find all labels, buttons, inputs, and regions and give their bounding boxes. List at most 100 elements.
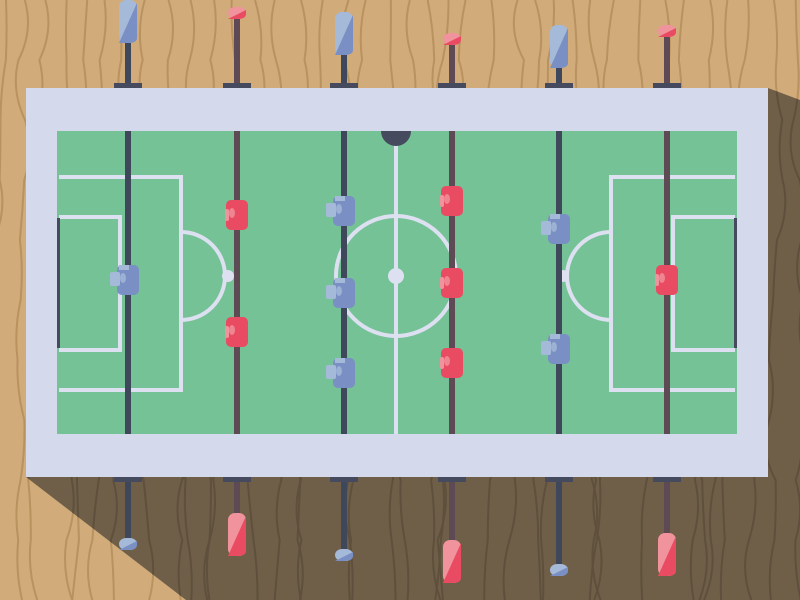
rod-1-top-bumper	[114, 83, 142, 88]
player-head-highlight	[335, 358, 345, 363]
player-highlight	[440, 357, 444, 369]
player-head-highlight	[335, 278, 345, 283]
rod-5	[556, 131, 562, 434]
player-shine	[336, 286, 342, 296]
player-head-highlight	[550, 214, 560, 219]
rod-2	[234, 131, 240, 434]
player-head-highlight	[119, 265, 129, 270]
blue-player	[326, 278, 355, 308]
rod-4-top-bumper	[438, 83, 466, 88]
right-goal	[734, 218, 737, 348]
player-highlight	[440, 277, 444, 289]
rod-6-bottom-bumper	[653, 477, 681, 482]
player-shine	[444, 276, 450, 286]
player-shine	[551, 342, 557, 352]
red-player	[225, 200, 248, 230]
player-body	[333, 196, 355, 226]
red-player	[440, 186, 463, 216]
player-shine	[336, 204, 342, 214]
grain-line	[764, 88, 787, 600]
top-goal	[381, 131, 411, 146]
left-penalty-box	[59, 175, 183, 392]
grain-line	[14, 0, 31, 600]
rod-1-top-shaft	[125, 10, 131, 90]
grain-line	[0, 0, 8, 226]
player-foot	[326, 365, 336, 379]
right-penalty-box	[609, 175, 735, 392]
rod-5-bottom-bumper	[545, 477, 573, 482]
rod-1-bottom-bumper	[114, 477, 142, 482]
rod-4-top-cap-shade	[443, 36, 461, 45]
rod-1-bottom-cap-shade	[119, 541, 137, 550]
player-head-highlight	[335, 196, 345, 201]
player-body	[441, 268, 463, 298]
rod-1-bottom-shaft	[125, 470, 131, 540]
blue-player	[541, 214, 570, 244]
rod-2-top-cap-shade	[228, 10, 246, 19]
player-body	[226, 200, 248, 230]
player-body	[441, 186, 463, 216]
player-highlight	[225, 209, 229, 221]
player-shine	[551, 222, 557, 232]
blue-player	[110, 265, 139, 295]
player-shine	[229, 208, 235, 218]
rod-2-bottom-bumper	[223, 477, 251, 482]
blue-player	[326, 358, 355, 388]
rod-5-top-handle-shade	[550, 28, 568, 68]
grain-line	[789, 88, 800, 600]
player-foot	[541, 341, 551, 355]
player-shine	[444, 356, 450, 366]
player-body	[441, 348, 463, 378]
player-body	[333, 358, 355, 388]
player-foot	[110, 272, 120, 286]
player-body	[117, 265, 139, 295]
rod-5-bottom-shaft	[556, 470, 562, 566]
rod-5-top-shaft	[556, 35, 562, 115]
player-foot	[326, 285, 336, 299]
player-shine	[336, 366, 342, 376]
player-highlight	[440, 195, 444, 207]
rod-3-bottom-bumper	[330, 477, 358, 482]
left-goal	[57, 218, 60, 348]
rod-2-top-shaft	[234, 17, 240, 97]
rod-6-top-bumper	[653, 83, 681, 88]
red-player	[655, 265, 678, 295]
player-shine	[659, 273, 665, 283]
rod-3-bottom-shaft	[341, 470, 347, 551]
player-highlight	[225, 326, 229, 338]
rods	[110, 131, 678, 434]
rod-3-bottom-cap-shade	[335, 552, 353, 561]
rod-4-bottom-shaft	[449, 470, 455, 573]
rod-3-top-bumper	[330, 83, 358, 88]
player-body	[226, 317, 248, 347]
center-spot	[388, 268, 404, 284]
rod-5-bottom-cap-shade	[550, 567, 568, 576]
player-body	[548, 214, 570, 244]
player-foot	[326, 203, 336, 217]
rod-4-bottom-bumper	[438, 477, 466, 482]
rod-3-top-shaft	[341, 22, 347, 102]
player-shine	[229, 325, 235, 335]
player-head-highlight	[550, 334, 560, 339]
blue-player	[326, 196, 355, 226]
rod-2-bottom-shaft	[234, 470, 240, 546]
rod-6-top-cap-shade	[658, 28, 676, 37]
rod-2-bottom-handle-shade	[228, 516, 246, 556]
rod-handles	[114, 0, 681, 583]
player-body	[548, 334, 570, 364]
rod-2-top-bumper	[223, 83, 251, 88]
left-penalty-spot	[222, 270, 234, 282]
blue-player	[541, 334, 570, 364]
red-player	[440, 348, 463, 378]
red-player	[440, 268, 463, 298]
rod-6-top-shaft	[664, 35, 670, 115]
player-foot	[541, 221, 551, 235]
rod-3-top-handle-shade	[335, 15, 353, 55]
rod-6-bottom-shaft	[664, 470, 670, 566]
player-shine	[444, 194, 450, 204]
player-highlight	[655, 274, 659, 286]
player-body	[656, 265, 678, 295]
player-shine	[120, 273, 126, 283]
rod-1-top-handle-shade	[119, 3, 137, 43]
